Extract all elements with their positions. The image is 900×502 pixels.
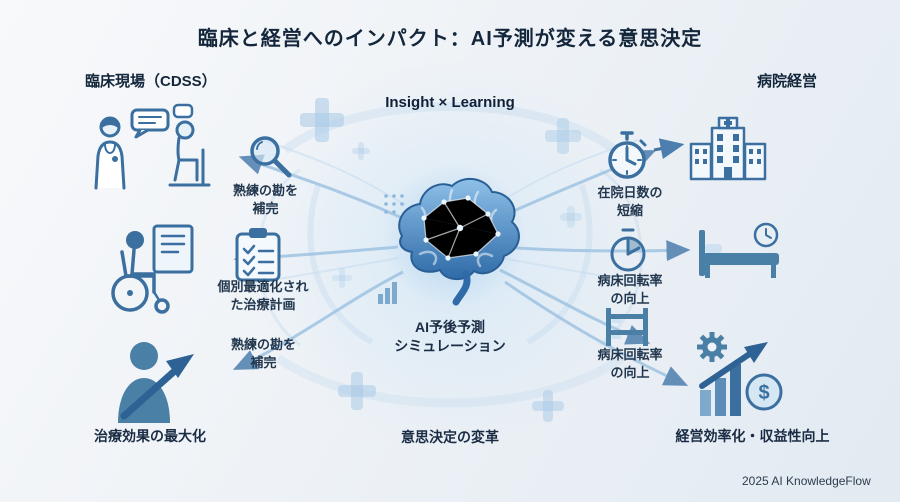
checklist-icon — [232, 226, 284, 284]
label-complement-intuition-top: 熟練の勘を 補完 — [232, 183, 298, 216]
page-title: 臨床と経営へのインパクト：AI予測が変える意思決定 — [197, 28, 703, 50]
plus-decoration — [300, 98, 344, 142]
stopwatch-icon — [604, 130, 650, 182]
dollar-symbol: $ — [758, 382, 769, 404]
plus-decoration — [332, 268, 352, 288]
label-complement-intuition-bottom: 熟練の勘を 補完 — [230, 337, 296, 370]
bed-icon — [604, 306, 650, 348]
timer-icon — [606, 228, 650, 274]
footer-credit: 2025 AI KnowledgeFlow — [742, 474, 871, 488]
label-maximize-treatment-effect: 治療効果の最大化 — [94, 428, 206, 444]
plus-decoration — [532, 390, 564, 422]
doctor-patient-icon — [82, 103, 222, 190]
label-management-efficiency: 経営効率化・収益性向上 — [675, 428, 830, 444]
wheelchair-patient-icon — [88, 222, 198, 317]
label-bed-turnover-mid: 病床回転率 の向上 — [597, 273, 663, 306]
label-shorten-stay: 在院日数の 短縮 — [597, 185, 663, 218]
gear-chart-coin-icon: $ — [692, 330, 787, 422]
label-bed-turnover-bottom: 病床回転率 の向上 — [597, 347, 663, 380]
bed-clock-icon — [696, 222, 786, 284]
label-ai-prognosis-simulation: AI予後予測 シミュレーション — [394, 319, 506, 354]
left-section-header: 臨床現場（CDSS） — [85, 73, 217, 90]
plus-decoration — [352, 142, 370, 160]
hospital-icon — [688, 116, 768, 181]
label-decision-transformation: 意思決定の変革 — [401, 429, 499, 445]
plus-decoration — [545, 118, 581, 154]
center-subtitle: Insight × Learning — [385, 94, 515, 111]
ai-brain-network-icon — [372, 164, 532, 318]
label-personalized-plan: 個別最適化され た治療計画 — [217, 279, 309, 312]
plus-decoration — [338, 372, 376, 410]
magnifier-icon — [246, 132, 294, 180]
right-section-header: 病院経営 — [757, 73, 818, 90]
growth-person-icon — [108, 328, 208, 423]
plus-decoration — [560, 206, 582, 228]
